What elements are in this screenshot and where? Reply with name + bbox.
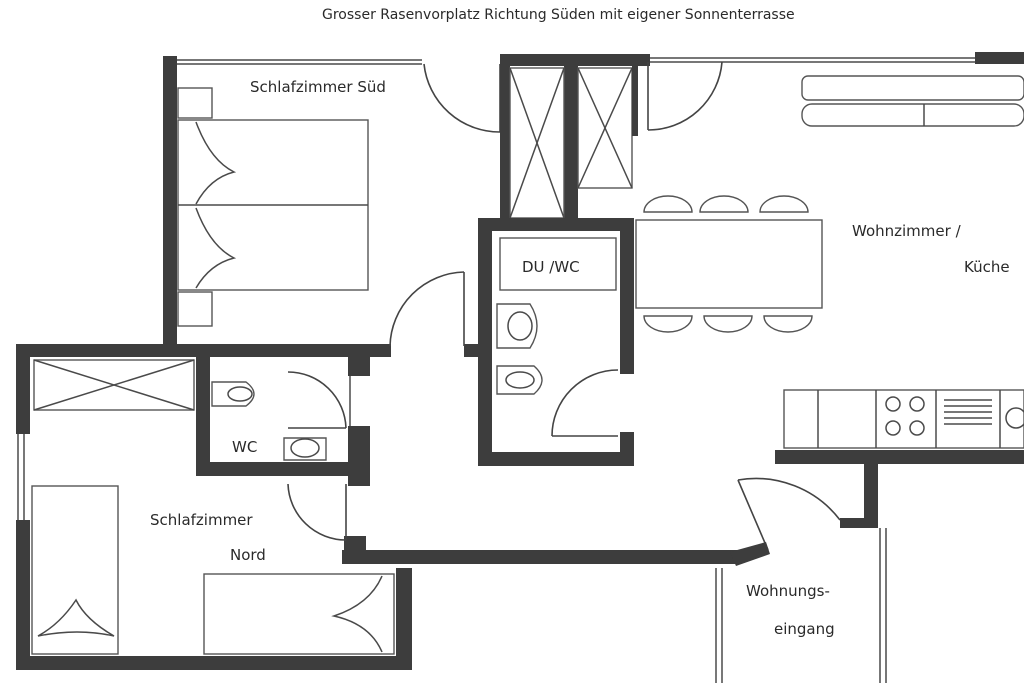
sofa: [801, 75, 1024, 127]
room-label-schlafzimmer-nord-2: Nord: [230, 546, 266, 564]
room-label-schlafzimmer-sued: Schlafzimmer Süd: [250, 78, 386, 96]
wc-walls: [16, 344, 370, 486]
bedroom-south-walls: [163, 56, 484, 357]
room-label-eingang-2: eingang: [774, 620, 835, 638]
wc-fixtures: [211, 371, 347, 461]
wardrobe-north: [33, 359, 195, 411]
room-label-du-wc: DU /WC: [522, 258, 580, 276]
bed-north-right: [203, 573, 395, 655]
plan-title: Grosser Rasenvorplatz Richtung Süden mit…: [322, 7, 795, 23]
shower-room-fixtures: [496, 303, 619, 437]
door-north-bedroom: [287, 483, 347, 541]
double-bed-south: [177, 87, 369, 327]
hall-walls: [342, 536, 770, 566]
door-living-terrace: [647, 61, 723, 131]
room-label-wc: WC: [232, 438, 258, 456]
wardrobes: [500, 56, 638, 220]
door-hall-south-bedroom: [389, 271, 465, 347]
room-label-eingang-1: Wohnungs-: [746, 582, 830, 600]
room-label-wohnzimmer: Wohnzimmer /: [852, 222, 961, 240]
south-facade: [172, 52, 1024, 66]
bedroom-north-walls: [16, 344, 412, 670]
kitchen-counter: [775, 389, 1024, 464]
shower-room-walls: [478, 218, 634, 466]
room-label-schlafzimmer-nord-1: Schlafzimmer: [150, 511, 253, 529]
entrance: [715, 462, 887, 683]
bed-north-left: [31, 485, 119, 655]
room-label-kueche: Küche: [964, 258, 1010, 276]
dining-table: [635, 195, 823, 333]
door-south-terrace: [423, 63, 501, 133]
